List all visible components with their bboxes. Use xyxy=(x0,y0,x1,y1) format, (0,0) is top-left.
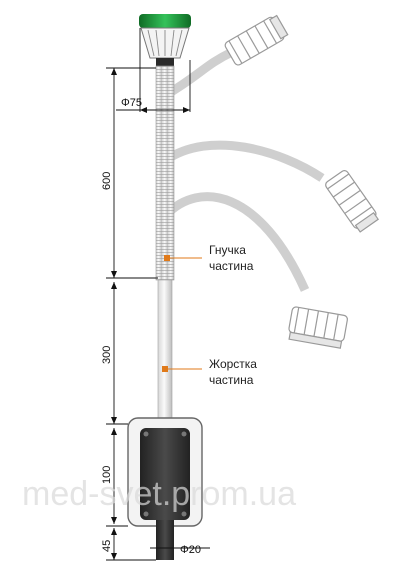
ghost-arm-upper xyxy=(163,47,234,99)
label-rigid-line2: частина xyxy=(209,373,254,387)
label-rigid-line1: Жорстка xyxy=(209,357,257,371)
lamp-neck xyxy=(156,58,174,66)
watermark: med-svet.prom.ua xyxy=(22,475,296,513)
dim-phi20: Φ20 xyxy=(180,544,201,556)
dim-300: 300 xyxy=(101,346,113,364)
dimension-arrows xyxy=(111,68,190,560)
callout-pointers xyxy=(162,255,202,372)
ghost-heads xyxy=(224,14,380,349)
ghost-head-middle xyxy=(325,170,380,233)
dim-45: 45 xyxy=(101,540,113,552)
lamp-head-ring xyxy=(139,14,191,28)
ghost-arm-middle xyxy=(163,140,325,182)
dimension-lines xyxy=(106,28,210,561)
ghost-arm-lower xyxy=(162,192,310,292)
flexible-part xyxy=(155,65,175,281)
base-pipe xyxy=(156,520,174,560)
label-flexible-line2: частина xyxy=(209,259,254,273)
ghost-head-lower xyxy=(288,306,348,349)
ghost-arms xyxy=(162,47,325,292)
ghost-head-upper xyxy=(224,14,289,66)
base xyxy=(127,417,203,560)
dim-100: 100 xyxy=(101,466,113,484)
lamp-head xyxy=(139,14,191,66)
base-block xyxy=(140,428,190,520)
rigid-part xyxy=(157,279,173,431)
label-flexible-line1: Гнучка xyxy=(209,243,246,257)
dim-phi75: Φ75 xyxy=(121,97,142,109)
dim-600: 600 xyxy=(101,172,113,190)
